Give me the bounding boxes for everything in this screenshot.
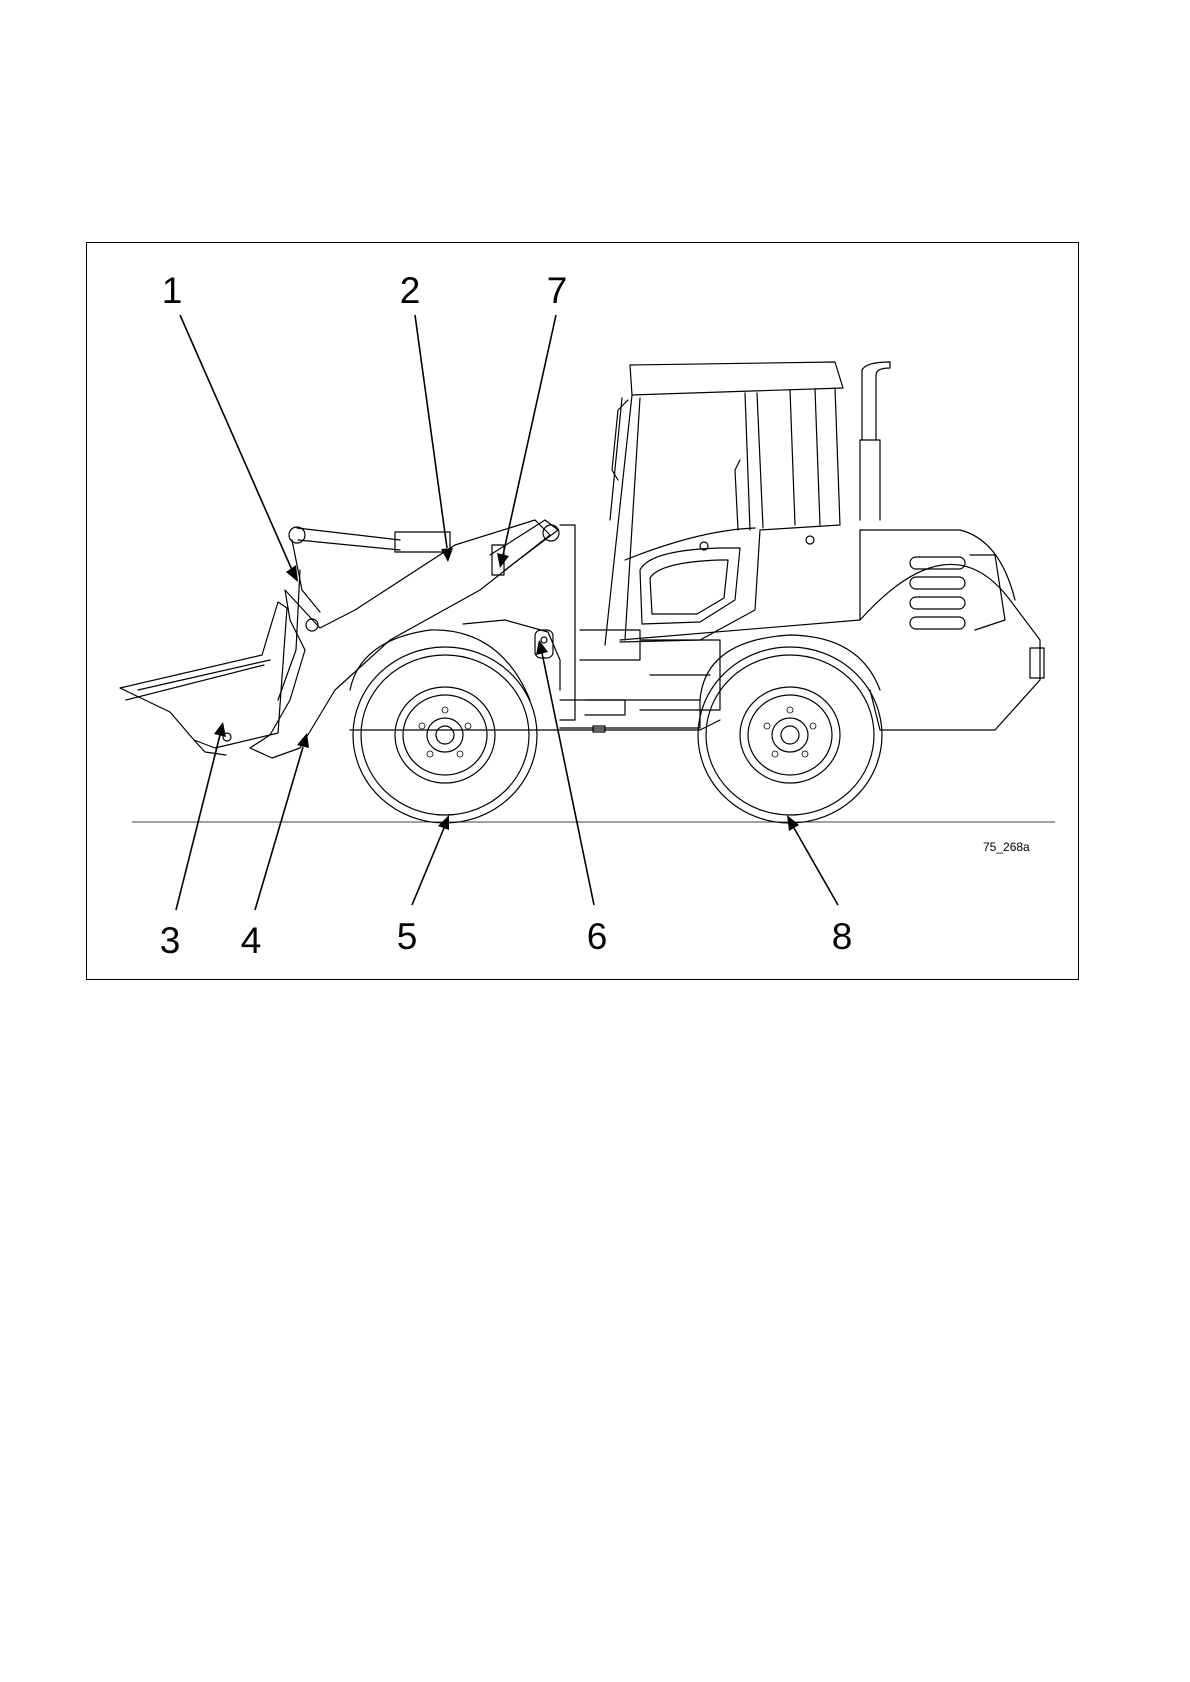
cab: [605, 362, 843, 710]
callout-5: 5: [397, 918, 418, 955]
chassis-block: [593, 726, 605, 732]
callout-3: 3: [160, 922, 181, 959]
callout-1: 1: [162, 272, 183, 309]
figure-code: 75_268a: [983, 840, 1030, 854]
callout-4: 4: [241, 922, 262, 959]
callout-6: 6: [587, 918, 608, 955]
callout-7: 7: [547, 272, 568, 309]
callout-8: 8: [832, 918, 853, 955]
callout-2: 2: [400, 272, 421, 309]
rear-wheel: [698, 635, 882, 823]
bucket: [120, 602, 287, 755]
front-wheel: [350, 630, 537, 823]
